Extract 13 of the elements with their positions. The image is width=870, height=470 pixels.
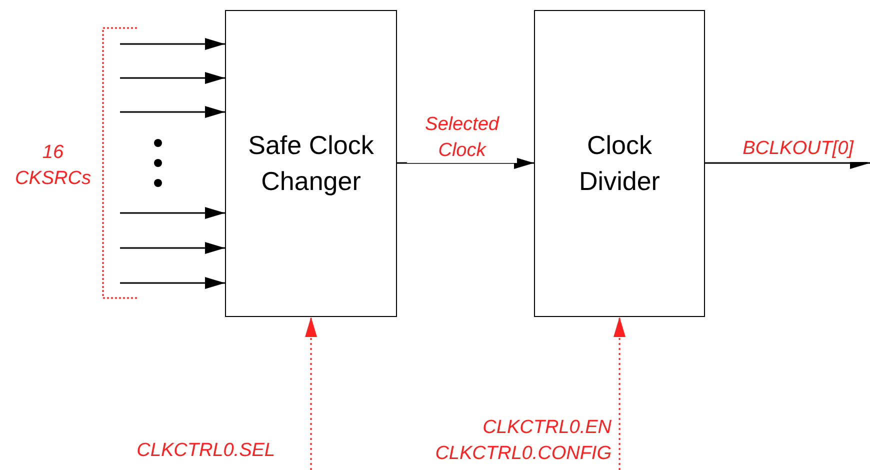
block-label: Safe Clock Changer [247, 129, 375, 198]
arrow [120, 38, 225, 50]
block-box [534, 10, 705, 317]
block-label: Clock Divider [578, 129, 661, 198]
arrow [120, 72, 225, 84]
arrow [305, 317, 317, 470]
arrow [120, 242, 225, 254]
arrow [614, 317, 626, 470]
block-box [225, 10, 397, 317]
arrow [397, 157, 534, 169]
arrow [120, 207, 225, 219]
arrow [120, 277, 225, 289]
arrow [120, 106, 225, 118]
